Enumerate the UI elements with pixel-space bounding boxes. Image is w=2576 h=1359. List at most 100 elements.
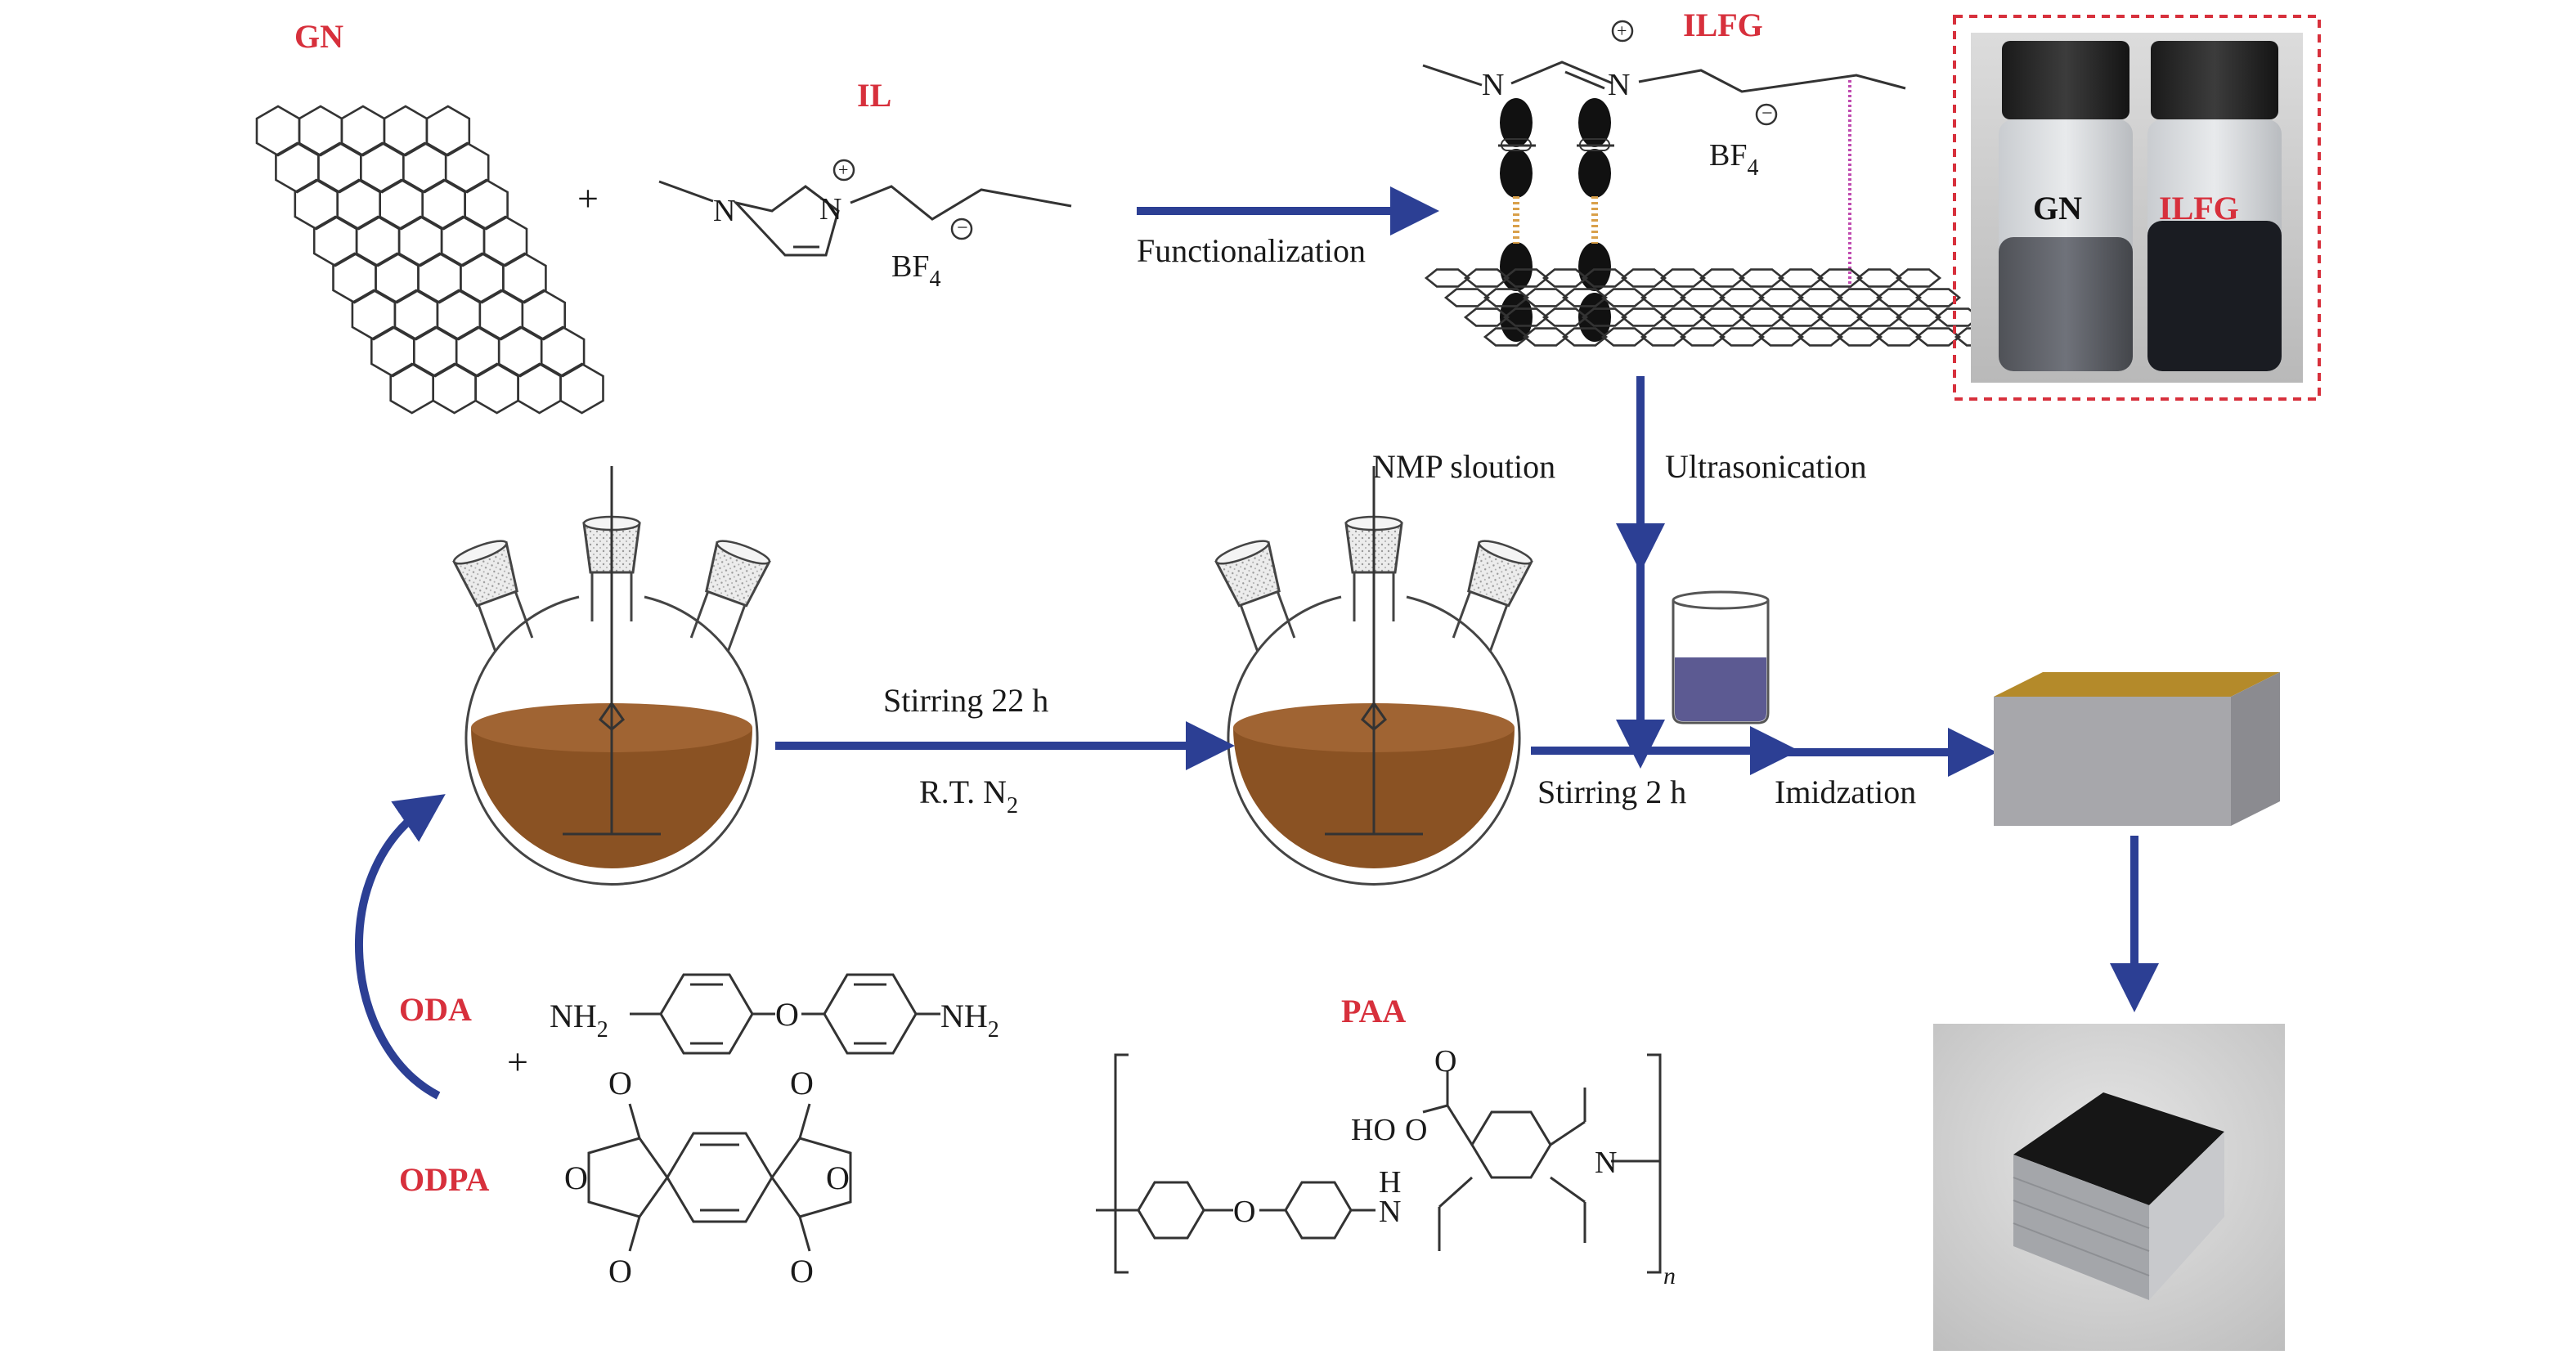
stirrer-paddle <box>1360 701 1388 731</box>
functionalization-label: Functionalization <box>1137 232 1366 269</box>
paa-ho: HO <box>1351 1113 1396 1147</box>
graphene-ring <box>1738 268 1785 288</box>
graphene-ring <box>1443 288 1491 307</box>
graphene-ring <box>1875 327 1923 347</box>
flask-neck <box>689 540 771 652</box>
odpa-o3: O <box>564 1159 588 1196</box>
graphene-ring <box>1600 288 1648 307</box>
paa-o-acid: O <box>1405 1113 1427 1147</box>
graphene-ring <box>332 252 377 304</box>
odpa-o4: O <box>826 1159 850 1196</box>
graphene-ring <box>517 362 562 415</box>
flask-body <box>1227 595 1521 886</box>
graphene-ring <box>1699 268 1746 288</box>
ilfg-structure: + − <box>1422 20 1906 342</box>
graphene-ring <box>1718 327 1766 347</box>
svg-text:−: − <box>1761 103 1773 124</box>
graphene-ring <box>1424 268 1471 288</box>
graphene-ring <box>1463 268 1510 288</box>
graphene-ring <box>1856 268 1903 288</box>
graphene-ring <box>1757 288 1805 307</box>
gn-label: GN <box>294 18 343 55</box>
paa-h: H <box>1379 1165 1401 1200</box>
graphene-ring <box>1542 307 1589 327</box>
flask-neck <box>452 540 534 652</box>
graphene-ring <box>1914 288 1962 307</box>
graphene-ring <box>1561 327 1609 347</box>
ilfg-n1: N <box>1482 68 1504 102</box>
paa-o-top: O <box>1434 1044 1456 1079</box>
stirring2-label: Stirring 2 h <box>1537 774 1686 810</box>
stirring22-label: Stirring 22 h <box>883 682 1048 719</box>
graphene-ring <box>294 178 339 231</box>
graphene-ring <box>1797 327 1844 347</box>
graphene-ring <box>1463 307 1510 327</box>
graphene-ring <box>1875 288 1923 307</box>
il-n1: N <box>713 194 735 228</box>
graphene-ring <box>351 289 397 341</box>
graphene-ring <box>1699 307 1746 327</box>
odpa-o1: O <box>608 1065 632 1101</box>
graphene-ring <box>474 362 519 415</box>
graphene-ring <box>1581 268 1628 288</box>
graphene-ring <box>1934 307 1981 327</box>
graphene-ring <box>1816 268 1864 288</box>
vial-photo <box>1953 15 2321 401</box>
imidization-label: Imidzation <box>1775 774 1916 810</box>
beaker-icon <box>1672 590 1770 724</box>
graphene-ring <box>521 289 567 341</box>
paa-label: PAA <box>1341 993 1406 1029</box>
composite-block-photo <box>1933 1024 2285 1351</box>
svg-text:−: − <box>957 218 968 239</box>
graphene-ring <box>1659 307 1707 327</box>
graphene-ring <box>1600 327 1648 347</box>
graphene-ring <box>1914 327 1962 347</box>
graphene-ring <box>370 325 415 378</box>
paa-structure <box>1096 1053 1662 1274</box>
graphene-ring <box>1895 307 1942 327</box>
svg-text:+: + <box>838 159 848 180</box>
il-bf4: BF4 <box>891 249 940 292</box>
graphene-ring <box>1777 307 1824 327</box>
graphene-ring <box>1895 268 1942 288</box>
odpa-structure <box>587 1103 852 1252</box>
graphene-ring <box>1816 307 1864 327</box>
graphene-ring <box>255 105 301 157</box>
graphene-ring <box>1561 288 1609 307</box>
graphene-ring <box>1640 327 1687 347</box>
graphene-ring <box>1640 288 1687 307</box>
graphene-sheet-icon <box>255 105 604 415</box>
il-label: IL <box>857 77 891 114</box>
graphene-ring <box>1718 288 1766 307</box>
rt-label: R.T. N2 <box>919 774 1018 819</box>
graphene-ring <box>1659 268 1707 288</box>
graphene-ring <box>1856 307 1903 327</box>
graphene-ring <box>1797 288 1844 307</box>
il-n3: N <box>819 192 841 226</box>
flask-body <box>464 595 759 886</box>
graphene-ring <box>1679 327 1726 347</box>
graphene-ring <box>1581 307 1628 327</box>
graphene-ring <box>1620 268 1667 288</box>
graphene-ring <box>559 362 604 415</box>
graphene-ring <box>1542 268 1589 288</box>
svg-text:+: + <box>1617 20 1627 41</box>
ultrasonication-label: Ultrasonication <box>1665 448 1867 485</box>
nmp-label: NMP sloution <box>1372 448 1555 485</box>
graphene-ring <box>1502 307 1550 327</box>
graphene-ring <box>389 362 435 415</box>
paa-o-ether: O <box>1233 1195 1255 1229</box>
odpa-label: ODPA <box>399 1161 489 1198</box>
stirrer-paddle <box>598 701 626 731</box>
oda-structure <box>630 973 940 1055</box>
paa-n-ring: N <box>1595 1146 1617 1180</box>
graphene-ring <box>1738 307 1785 327</box>
paa-n-amide: N <box>1379 1195 1401 1229</box>
paa-n-index: n <box>1663 1263 1676 1289</box>
flask-neck <box>1214 540 1296 652</box>
plus-sign: + <box>577 177 599 219</box>
ionic-liquid-structure: + − <box>658 159 1072 257</box>
graphene-ring <box>1483 327 1530 347</box>
graphene-ring <box>1522 288 1569 307</box>
